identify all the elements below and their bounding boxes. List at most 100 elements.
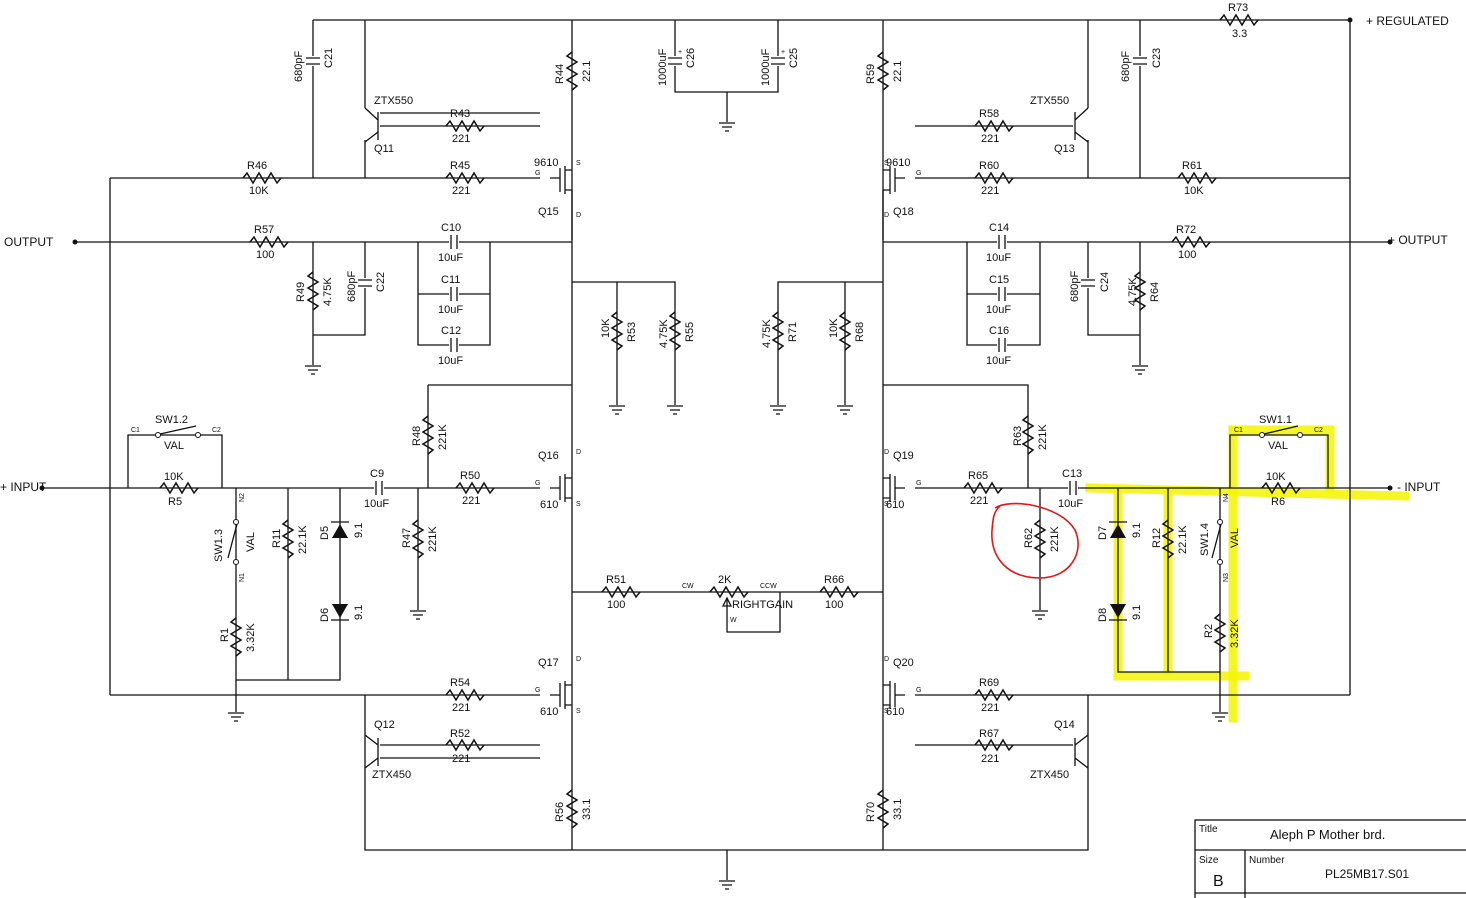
capacitor-c24 bbox=[1080, 278, 1096, 288]
r52-val: 221 bbox=[452, 753, 470, 765]
r67-ref: R67 bbox=[979, 728, 999, 740]
transistor-labels: ZTX550 Q11 ZTX550 Q13 Q12 ZTX450 Q14 ZTX… bbox=[372, 95, 1075, 781]
transistor-symbols bbox=[364, 107, 1089, 769]
c26-val: 1000uF bbox=[657, 48, 669, 86]
pin-g: G bbox=[916, 687, 921, 694]
switch-sw1-1 bbox=[1259, 425, 1303, 438]
c21-ref: C21 bbox=[323, 48, 335, 68]
c23-val: 680pF bbox=[1120, 51, 1132, 82]
pin-s: S bbox=[884, 160, 889, 167]
d5-ref: D5 bbox=[319, 526, 331, 540]
q18-ref: Q18 bbox=[893, 206, 914, 218]
r60-val: 221 bbox=[981, 185, 999, 197]
mosfet-q19 bbox=[883, 474, 905, 502]
r53-val: 10K bbox=[600, 318, 612, 338]
q14-ref: Q14 bbox=[1054, 719, 1075, 731]
d7-ref: D7 bbox=[1097, 526, 1109, 540]
r46-ref: R46 bbox=[247, 160, 267, 172]
r54-ref: R54 bbox=[450, 677, 470, 689]
r66-ref: R66 bbox=[824, 574, 844, 586]
capacitor-c13 bbox=[1068, 481, 1078, 495]
r59-ref: R59 bbox=[865, 64, 877, 84]
potentiometer-rightgain bbox=[709, 585, 749, 599]
r68-val: 10K bbox=[828, 318, 840, 338]
resistor-r11 bbox=[281, 519, 295, 559]
switch-sw1-3 bbox=[227, 519, 239, 565]
diode-d6 bbox=[331, 604, 349, 621]
yellow-highlight bbox=[1085, 425, 1410, 723]
red-circle-annotation bbox=[991, 502, 1079, 579]
r64-val: 4.75K bbox=[1127, 277, 1139, 306]
resistor-r5 bbox=[159, 481, 199, 495]
mosfet-q17 bbox=[550, 681, 572, 709]
wiring bbox=[42, 19, 1390, 880]
resistor-r70 bbox=[876, 789, 890, 829]
ground-r55 bbox=[667, 405, 683, 415]
pin-d: D bbox=[576, 212, 581, 219]
port-output-left: OUTPUT bbox=[4, 235, 54, 249]
resistor-r46 bbox=[242, 171, 282, 185]
switch-labels: SW1.2 VAL C1 C2 SW1.1 VAL C1 C2 SW1.3 VA… bbox=[131, 414, 1323, 582]
pot-wiper: W bbox=[730, 617, 737, 624]
bjt-q13 bbox=[1074, 107, 1089, 143]
resistor-r12 bbox=[1161, 519, 1175, 559]
r54-val: 221 bbox=[452, 702, 470, 714]
ground-c26 bbox=[719, 122, 735, 132]
sw1-2-val: VAL bbox=[164, 440, 184, 452]
resistor-r68 bbox=[838, 311, 852, 351]
port-dots bbox=[39, 17, 1393, 491]
q19-part: 610 bbox=[886, 499, 904, 511]
switch-sw1-4 bbox=[1211, 519, 1223, 565]
resistor-r44 bbox=[565, 51, 579, 91]
svg-text:+: + bbox=[781, 49, 785, 56]
switch-symbols bbox=[155, 425, 1303, 565]
ground-r62 bbox=[1032, 610, 1048, 620]
sw1-4-val: VAL bbox=[1229, 528, 1241, 548]
r58-val: 221 bbox=[981, 133, 999, 145]
q14-part: ZTX450 bbox=[1030, 769, 1069, 781]
pin-c2: C2 bbox=[212, 427, 221, 434]
pin-d: D bbox=[884, 449, 889, 456]
diode-symbols bbox=[331, 521, 1127, 621]
q15-ref: Q15 bbox=[538, 206, 559, 218]
ground-symbols bbox=[228, 122, 1228, 890]
c15-val: 10uF bbox=[986, 304, 1011, 316]
port-input-left: + INPUT bbox=[0, 480, 47, 494]
c13-ref: C13 bbox=[1062, 468, 1082, 480]
title-block: Title Aleph P Mother brd. Size B Number … bbox=[1194, 819, 1466, 898]
r72-val: 100 bbox=[1178, 249, 1196, 261]
capacitor-c23 bbox=[1132, 56, 1148, 66]
resistor-r50 bbox=[455, 481, 495, 495]
pin-n4: N4 bbox=[1223, 493, 1230, 502]
c9-val: 10uF bbox=[364, 498, 389, 510]
r64-ref: R64 bbox=[1149, 282, 1161, 302]
resistor-r71 bbox=[771, 311, 785, 351]
c16-val: 10uF bbox=[986, 355, 1011, 367]
capacitor-c15 bbox=[997, 287, 1007, 301]
resistor-r67 bbox=[974, 738, 1014, 752]
r56-ref: R56 bbox=[554, 802, 566, 822]
c23-ref: C23 bbox=[1151, 48, 1163, 68]
pin-s: S bbox=[576, 708, 581, 715]
c22-val: 680pF bbox=[346, 271, 358, 302]
q13-part: ZTX550 bbox=[1030, 95, 1069, 107]
resistor-r62 bbox=[1033, 519, 1047, 559]
resistor-r1 bbox=[229, 617, 243, 657]
diode-labels: D5 9.1 D6 9.1 D7 9.1 D8 9.1 bbox=[319, 523, 1143, 622]
q13-ref: Q13 bbox=[1054, 143, 1075, 155]
d7-val: 9.1 bbox=[1131, 523, 1143, 538]
r57-val: 100 bbox=[256, 249, 274, 261]
resistor-r63 bbox=[1021, 415, 1035, 455]
ground-r53 bbox=[609, 405, 625, 415]
q15-part: 9610 bbox=[534, 157, 558, 169]
c11-val: 10uF bbox=[438, 304, 463, 316]
pin-c1: C1 bbox=[1234, 427, 1243, 434]
pin-s: S bbox=[884, 708, 889, 715]
resistor-r45 bbox=[445, 171, 485, 185]
r62-ref: R62 bbox=[1023, 528, 1035, 548]
r63-val: 221K bbox=[1037, 424, 1049, 450]
c9-ref: C9 bbox=[370, 468, 384, 480]
r55-val: 4.75K bbox=[658, 319, 670, 348]
r11-ref: R11 bbox=[271, 529, 283, 548]
sw1-3-ref: SW1.3 bbox=[213, 529, 225, 562]
